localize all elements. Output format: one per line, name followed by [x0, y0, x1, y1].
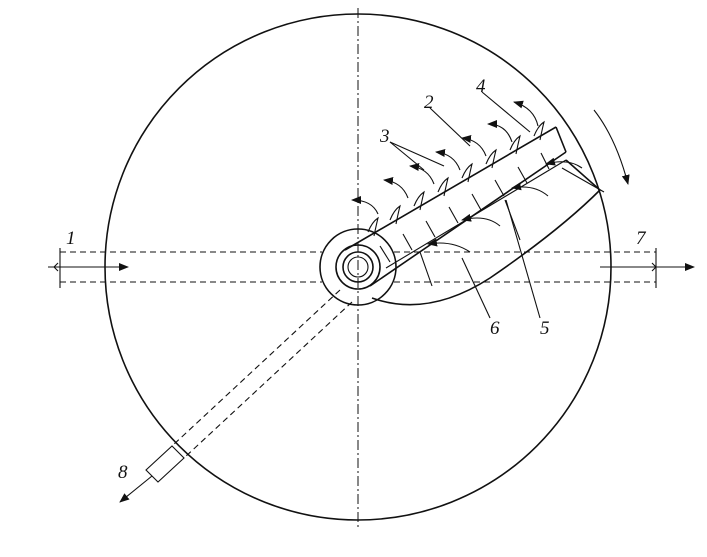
central-hub [319, 228, 397, 306]
inlet-pipe [48, 248, 322, 288]
label-3: 3 [379, 126, 390, 147]
label-7: 7 [636, 228, 647, 249]
channel-slots [379, 152, 550, 263]
flow-arrows-upper [351, 100, 539, 215]
leader-lines [389, 91, 541, 319]
label-1: 1 [66, 228, 76, 249]
blade-assembly [344, 120, 605, 306]
label-2: 2 [424, 92, 434, 113]
flow-arrows-inner [427, 157, 583, 253]
outlet-pipe [394, 248, 695, 288]
label-4: 4 [476, 76, 486, 97]
label-6: 6 [490, 318, 500, 339]
label-8: 8 [118, 462, 128, 483]
blade-teeth [367, 120, 545, 237]
label-5: 5 [540, 318, 550, 339]
discharge-pipe [119, 289, 353, 503]
rotation-arrow [593, 109, 630, 185]
